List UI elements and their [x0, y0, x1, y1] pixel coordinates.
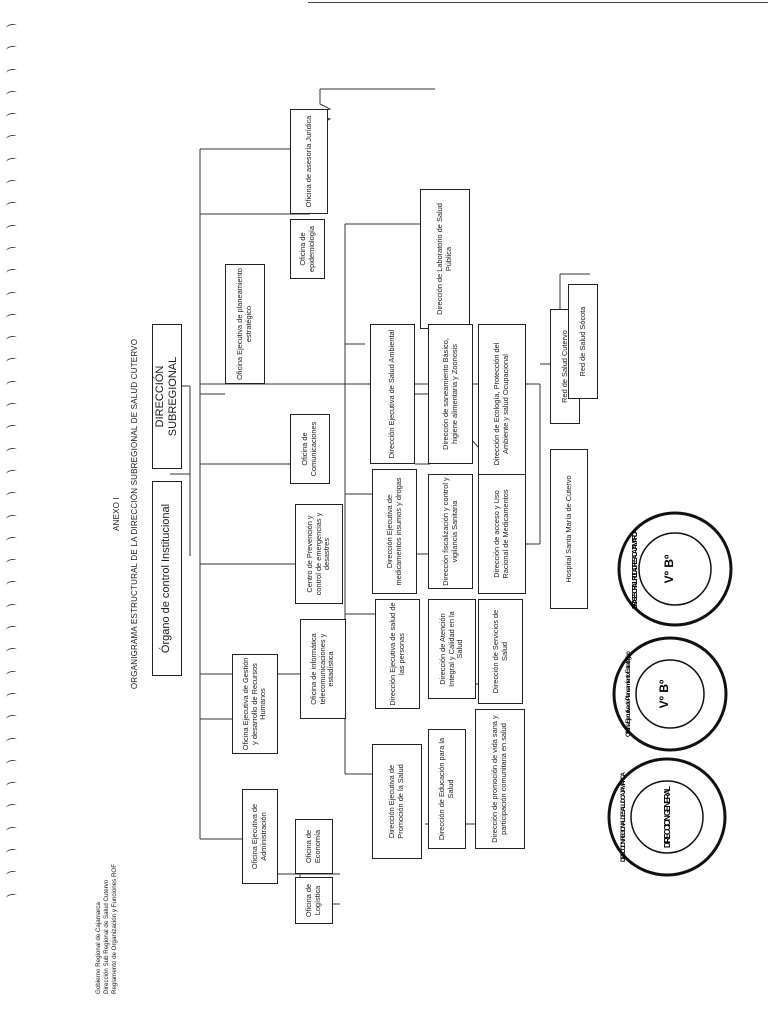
node-saneamiento: Dirección de saneamiento Básico, higiene…	[428, 324, 473, 464]
seal-direccion-general: DIRECCION GENERAL DIRECCION REGIONAL DE …	[607, 757, 727, 877]
node-laboratorio: Dirección de Laboratorio de Salud Públic…	[420, 189, 470, 329]
institution-line3: Reglamento de Organización y Funciones R…	[111, 863, 119, 994]
node-hospital: Hospital Santa María de Cutervo	[550, 449, 588, 609]
node-salud-personas: Dirección Ejecutiva de salud de las pers…	[375, 599, 420, 709]
node-promocion: Dirección Ejecutiva de Promoción de la S…	[372, 744, 422, 859]
node-red-socota: Red de Salud Sócota	[568, 284, 598, 399]
node-organo-control: Órgano de control Institucional	[152, 481, 182, 676]
node-educacion: Dirección de Educación para la Salud	[428, 729, 466, 849]
node-atencion-integral: Dirección de Atención Integral y Calidad…	[428, 599, 476, 699]
chart-title: ORGANIGRAMA ESTRUCTURAL DE LA DIRECCIÓN …	[130, 338, 139, 690]
seal3-center: DIRECCION GENERAL	[663, 786, 672, 848]
seal-planeamiento: Vº Bº Oficina Ejecutiva de Planeamiento …	[612, 636, 728, 752]
top-edge-line	[308, 2, 768, 3]
institution-line2: Dirección Sub Regional de Salud Cutervo	[103, 879, 111, 994]
node-vida-sana: Dirección de promoción de vida sana y pa…	[475, 709, 525, 849]
node-asesoria-juridica: Oficina de asesoría Jurídica	[290, 109, 328, 214]
node-salud-ambiental: Dirección Ejecutiva de Salud Ambiental	[370, 324, 415, 464]
node-economia: Oficina de Economía	[295, 819, 333, 874]
node-direccion-subregional: DIRECCIÓN SUBREGIONAL	[152, 324, 182, 469]
seal2-ring: Oficina Ejecutiva de Planeamiento Estrat…	[626, 651, 632, 737]
institution-block: Gobierno Regional de Cajamarca Dirección…	[95, 774, 119, 994]
node-planeamiento: Oficina Ejecutiva de planeamiento estrat…	[225, 264, 265, 384]
node-acceso-medicamentos: Dirección de acceso y Uso Racional de Me…	[478, 474, 526, 594]
seal1-ring: DIR. ASESORIA JURIDICA · DIRESA CAJAMARC…	[632, 529, 639, 609]
node-gestion-rrhh: Oficina Ejecutiva de Gestión y desarroll…	[232, 654, 278, 754]
node-administracion: Oficina Ejecutiva de Administración	[242, 789, 278, 884]
seal2-center: Vº Bº	[657, 679, 671, 708]
seal3-ring: DIRECCION REGIONAL DE SALUD CAJAMARCA	[621, 771, 627, 862]
node-epidemiologia: Oficina de epidemiología	[290, 219, 325, 279]
annex-label: ANEXO I	[112, 497, 121, 531]
node-informatica: Oficina de informática telecomunicacione…	[300, 619, 346, 719]
node-fiscalizacion: Dirección fiscalización y control y vigi…	[428, 474, 473, 589]
seal-asesoria-juridica: Vº Bº DIR. ASESORIA JURIDICA · DIRESA CA…	[617, 511, 733, 627]
node-medicamentos: Dirección Ejecutiva de medicamentos insu…	[372, 469, 417, 594]
node-ecologia: Dirección de Ecología, Protección del Am…	[478, 324, 526, 484]
node-logistica: Oficina de Logística	[295, 877, 333, 924]
seal1-center: Vº Bº	[662, 554, 676, 583]
node-servicios-salud: Dirección de Servicios de Salud	[478, 599, 523, 704]
node-comunicaciones: Oficina de Comunicaciones	[290, 414, 330, 484]
node-centro-prevencion: Centro de Prevención y control de emerge…	[295, 504, 343, 604]
institution-line1: Gobierno Regional de Cajamarca	[95, 902, 102, 994]
